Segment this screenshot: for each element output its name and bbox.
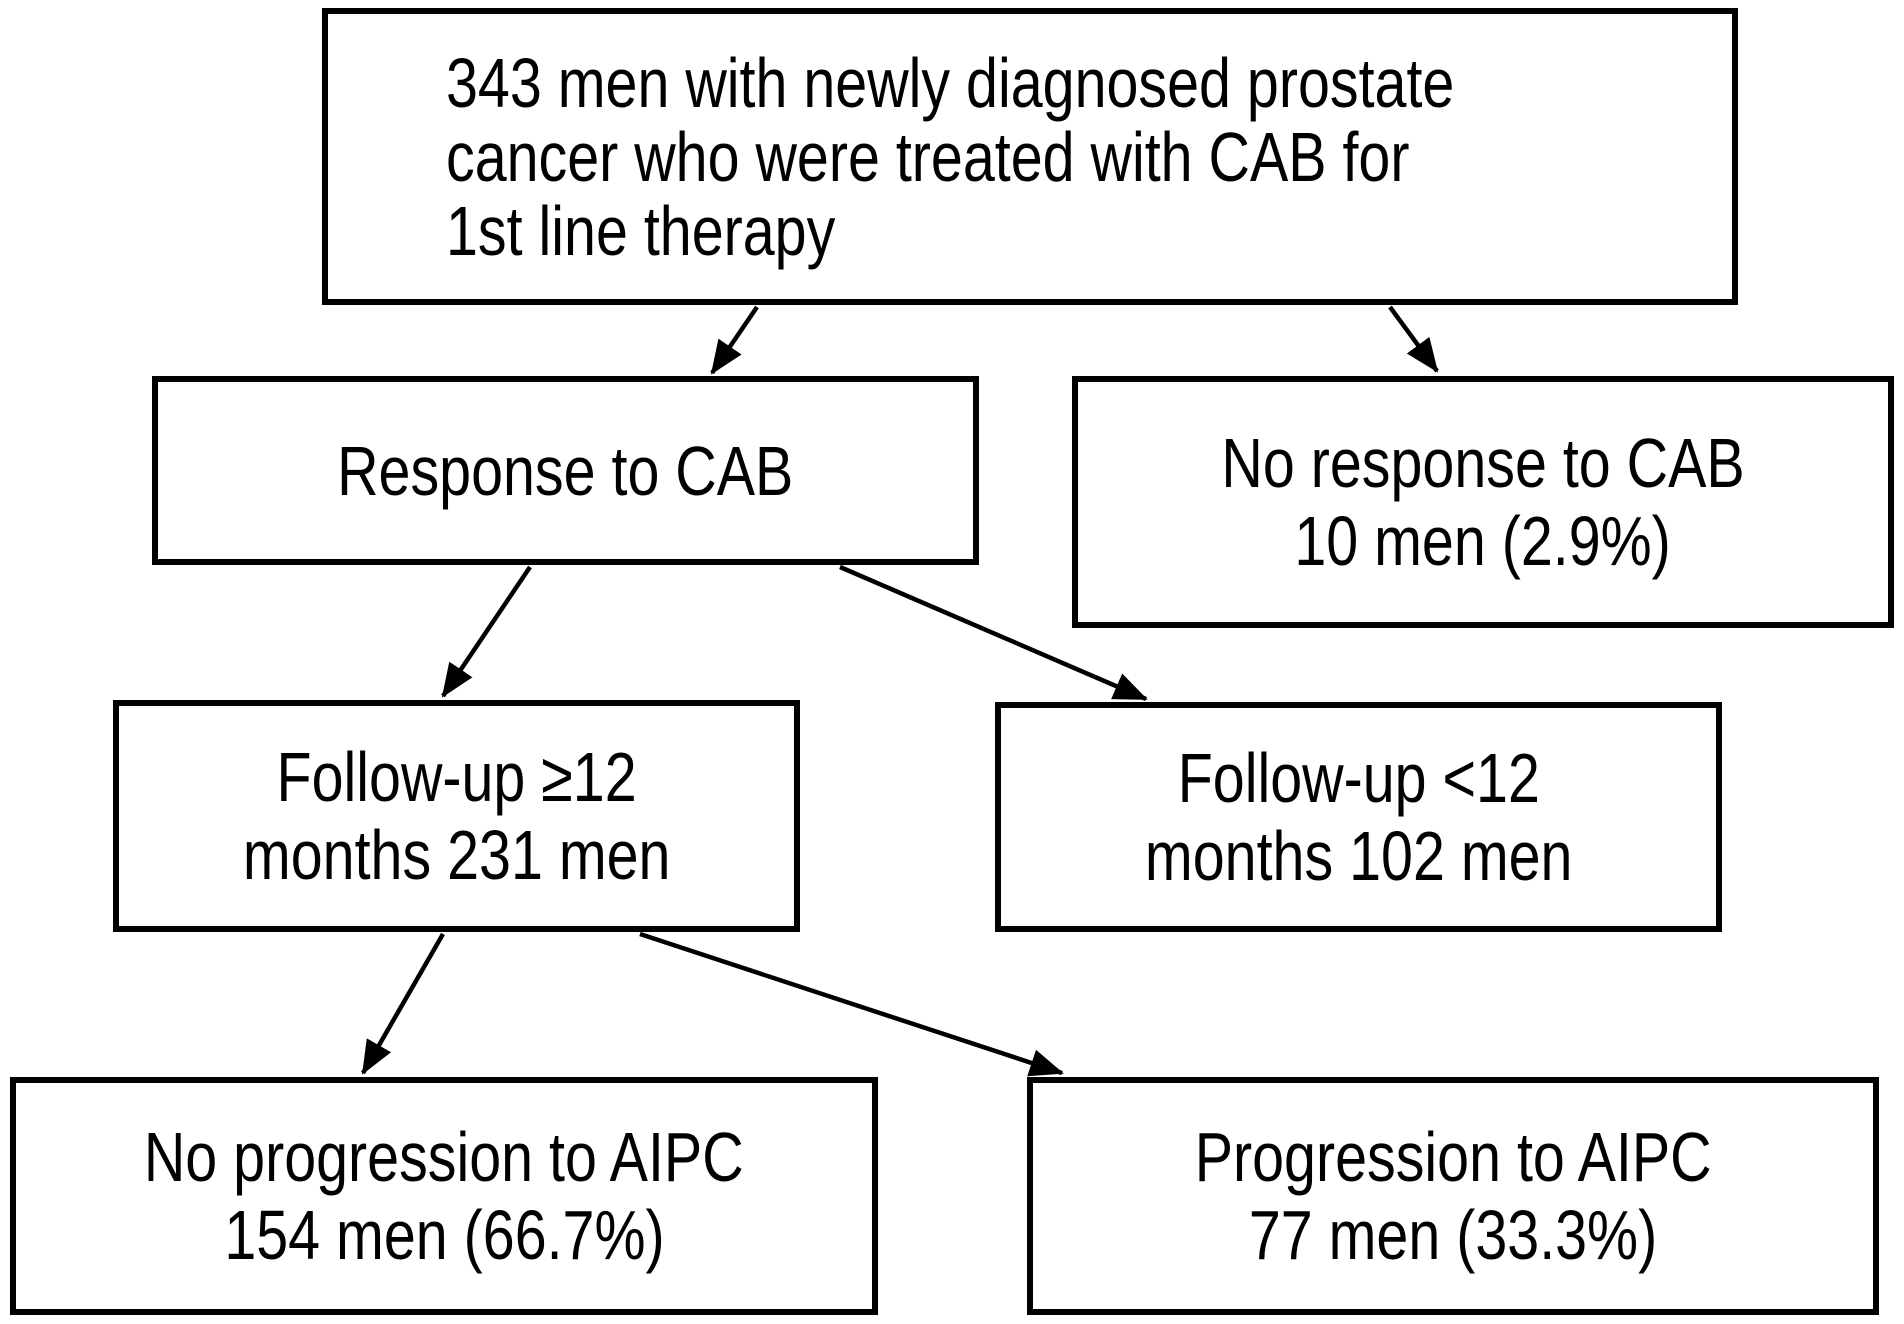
flow-arrow-fu_ge12-to-no_progression bbox=[361, 932, 445, 1075]
node-text-line: Progression to AIPC bbox=[1194, 1118, 1712, 1196]
node-text-line: 343 men with newly diagnosed prostate bbox=[446, 43, 1455, 122]
node-text-line: months 231 men bbox=[242, 816, 671, 894]
flow-arrow-root-to-response bbox=[710, 305, 759, 375]
flow-arrow-root-to-no_response bbox=[1388, 305, 1439, 373]
node-text-line: 1st line therapy bbox=[446, 191, 836, 270]
node-text-line: Follow-up ≥12 bbox=[276, 738, 637, 816]
node-no-response-to-cab: No response to CAB 10 men (2.9%) bbox=[1072, 376, 1894, 628]
node-followup-ge-12-months: Follow-up ≥12 months 231 men bbox=[113, 700, 800, 932]
node-progression-to-aipc: Progression to AIPC 77 men (33.3%) bbox=[1027, 1077, 1879, 1315]
node-text-line: Response to CAB bbox=[337, 431, 794, 510]
flow-arrow-fu_ge12-to-progression bbox=[639, 931, 1064, 1077]
node-no-progression-to-aipc: No progression to AIPC 154 men (66.7%) bbox=[10, 1077, 878, 1315]
node-text-line: No progression to AIPC bbox=[144, 1118, 744, 1196]
flow-arrow-response-to-fu_ge12 bbox=[441, 565, 532, 698]
node-text-line: 10 men (2.9%) bbox=[1294, 502, 1672, 580]
node-text-line: cancer who were treated with CAB for bbox=[446, 117, 1410, 196]
node-text-line: 154 men (66.7%) bbox=[223, 1196, 665, 1274]
node-text-line: months 102 men bbox=[1144, 817, 1573, 895]
node-followup-lt-12-months: Follow-up <12 months 102 men bbox=[995, 702, 1722, 932]
node-text-line: 77 men (33.3%) bbox=[1248, 1196, 1658, 1274]
node-text-line: Follow-up <12 bbox=[1177, 739, 1540, 817]
node-response-to-cab: Response to CAB bbox=[152, 376, 979, 565]
node-root-cohort: 343 men with newly diagnosed prostate ca… bbox=[322, 8, 1738, 305]
node-text-line: No response to CAB bbox=[1221, 424, 1745, 502]
